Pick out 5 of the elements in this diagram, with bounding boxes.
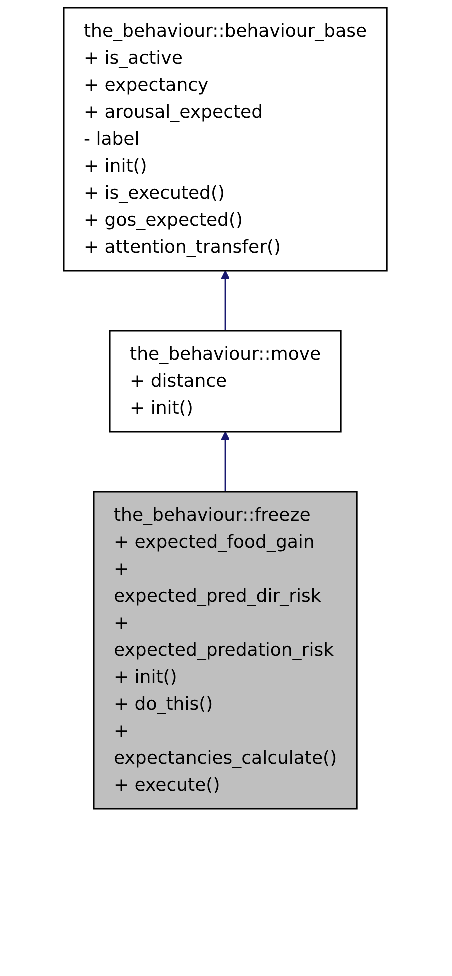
node-box: the_behaviour::freeze + expected_food_gain + expected_pred_dir_risk + expected_predation_risk + init() + do_this() + expectancies_calculate() + execute()	[94, 491, 358, 810]
node-box: the_behaviour::move + distance + init()	[110, 330, 342, 433]
node-box: the_behaviour::behaviour_base + is_active + expectancy + arousal_expected - label + init() + is_executed() + gos_expected() + attention_transfer()	[64, 7, 388, 272]
arrow	[222, 432, 230, 492]
arrow	[222, 270, 230, 331]
